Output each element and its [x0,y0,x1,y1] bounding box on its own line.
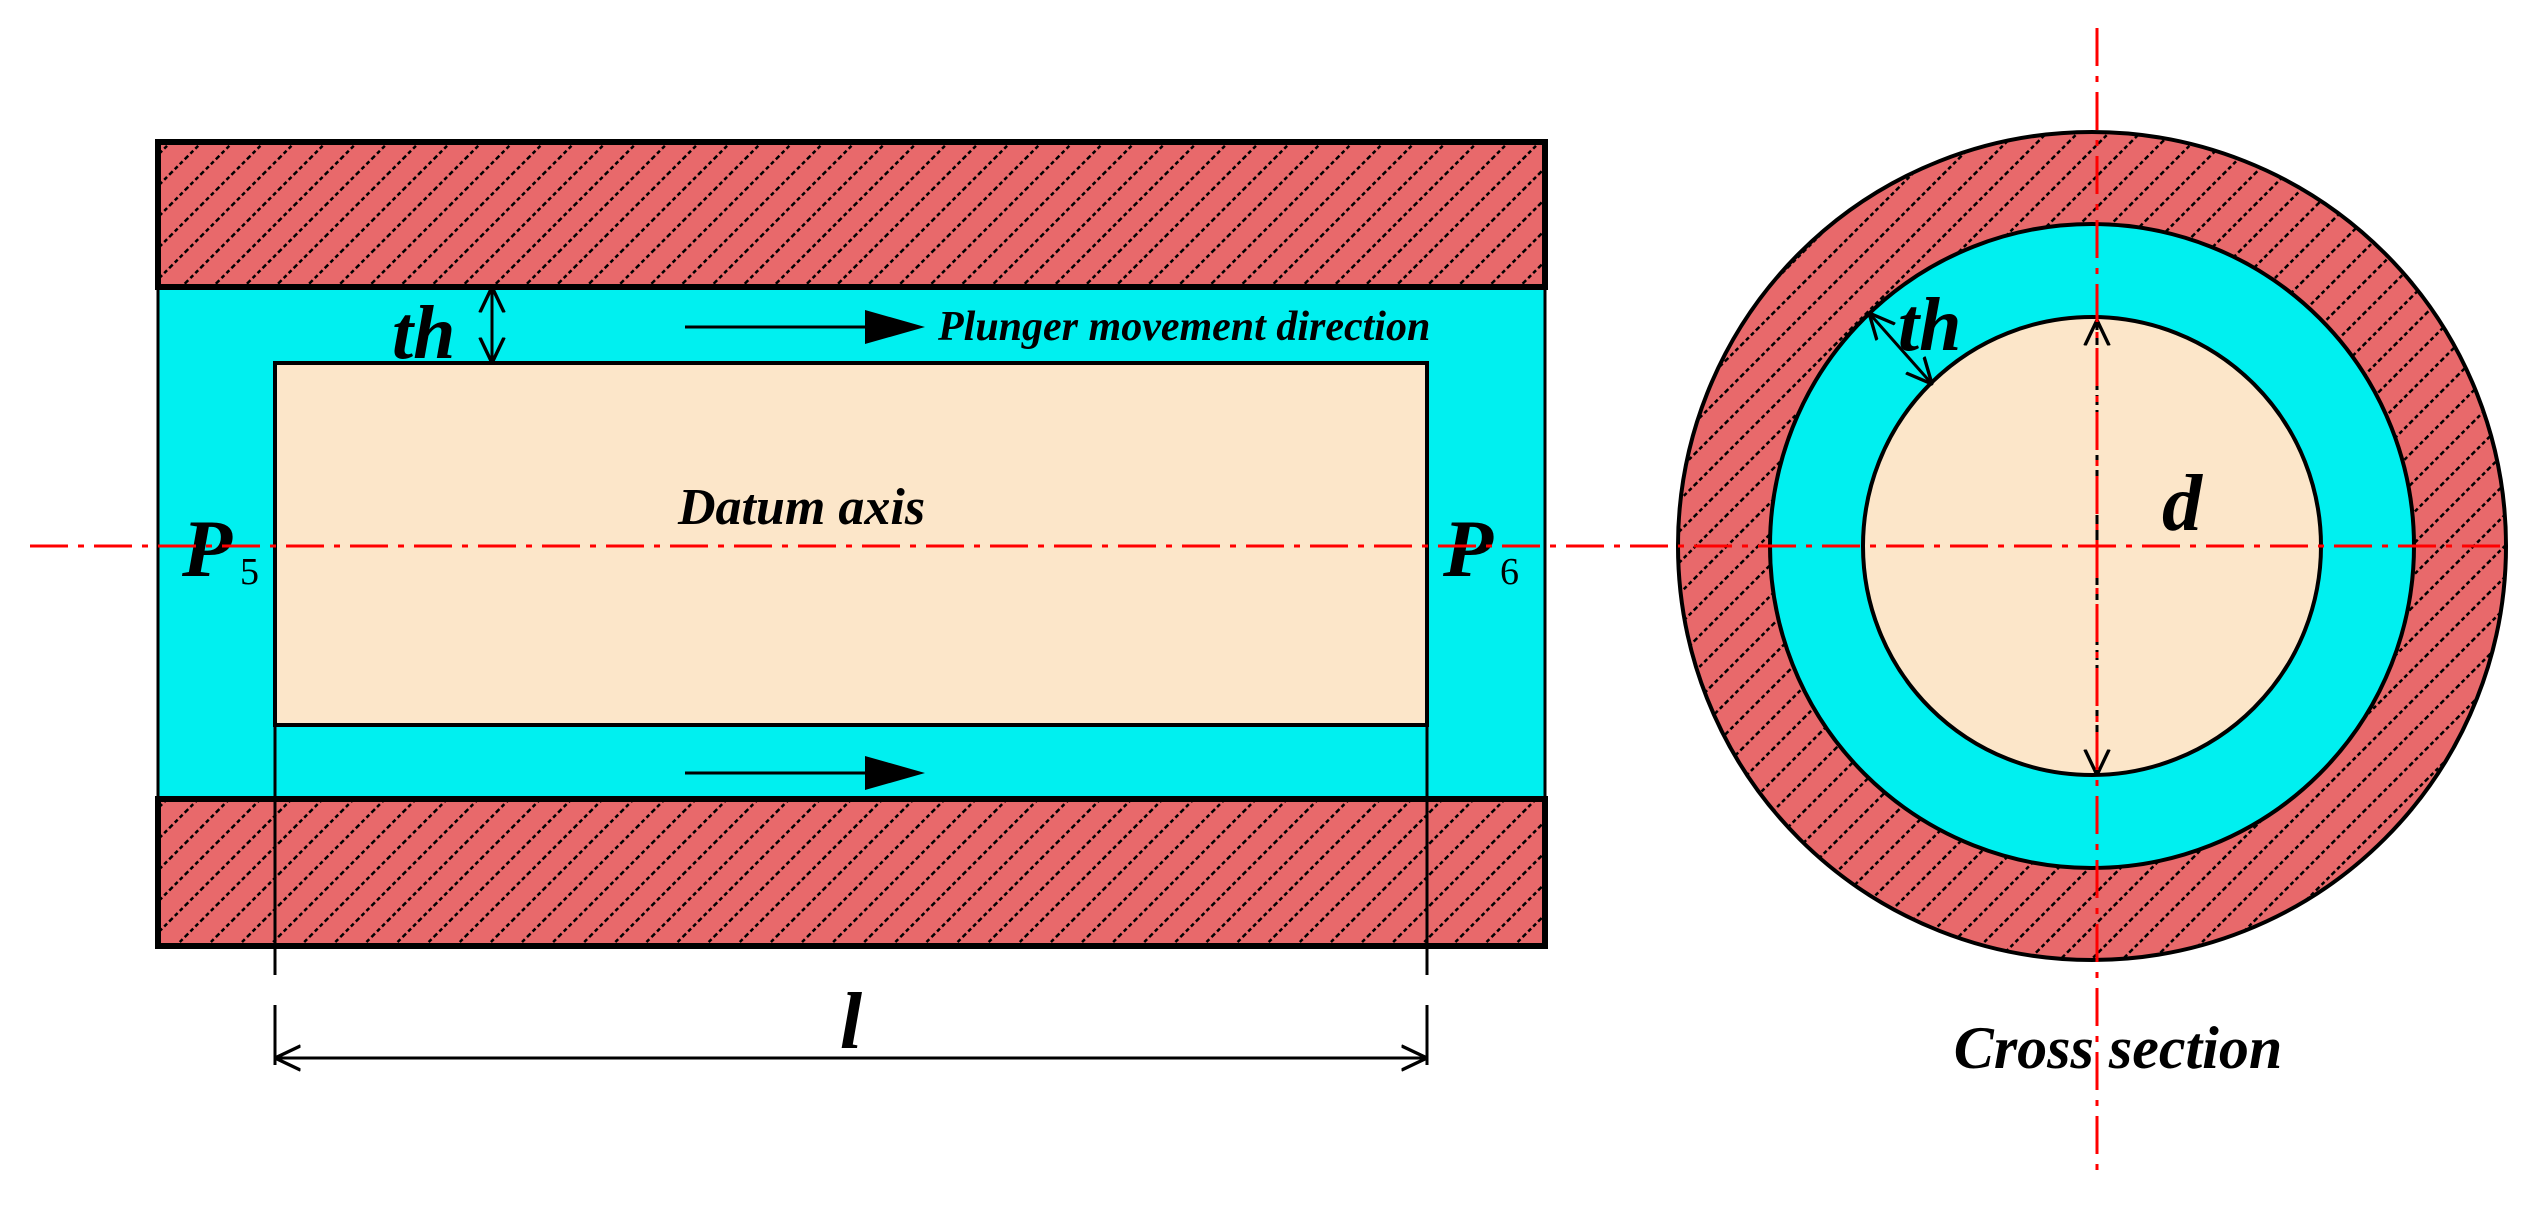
gap-thickness-dimension-right [1869,313,1932,384]
bottom-cylinder-wall [155,796,1548,949]
plunger-direction-arrowhead-bottom [865,756,925,790]
cross-section-label: Cross section [1954,1015,2282,1081]
diameter-label: d [2162,460,2203,548]
top-cylinder-wall [155,139,1548,290]
datum-axis-label: Datum axis [677,479,925,536]
gap-thickness-label-right: th [1898,283,1961,367]
plunger-body [273,361,1429,727]
plunger-direction-arrowhead-top [865,310,925,344]
pressure-p6-label: P [1442,503,1494,594]
plunger-direction-label: Plunger movement direction [937,304,1430,350]
longitudinal-section: l th Plunger movement direction Datum ax… [155,139,1548,1066]
pressure-p6-subscript: 6 [1500,551,1519,593]
pressure-p5-subscript: 5 [240,551,259,593]
pressure-p5-label: P [181,503,233,594]
length-label: l [840,978,863,1066]
pressure-p6-symbol: P [1442,503,1494,594]
gap-thickness-label-left: th [392,291,455,375]
cross-section-view: d th Cross section [1676,130,2508,1081]
pressure-p5-symbol: P [181,503,233,594]
